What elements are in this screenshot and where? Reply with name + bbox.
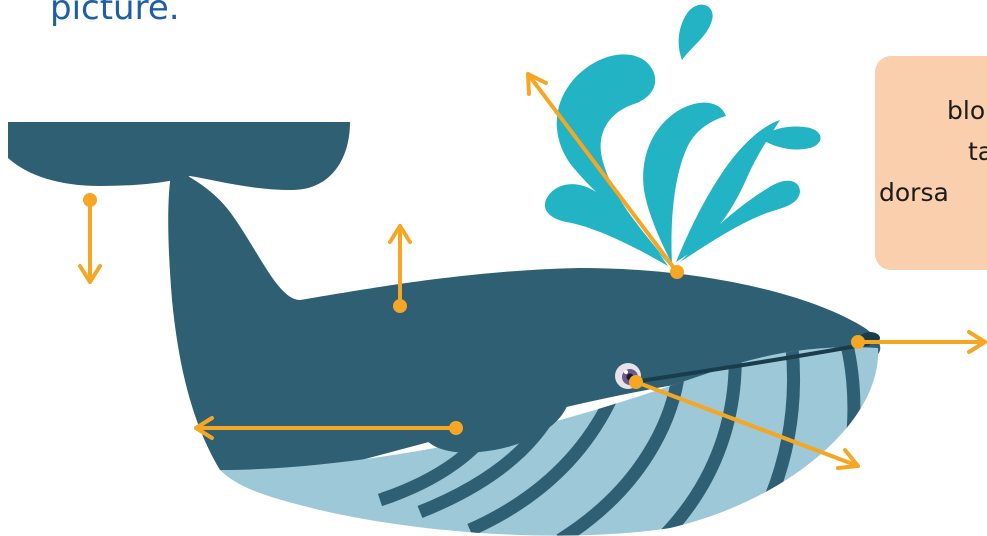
arrow-eye-dot [629,375,643,389]
arrow-dorsal-fin-dot [393,299,407,313]
arrow-head-dot [851,335,865,349]
whale-mouth-line [618,342,870,386]
word-bank-word: dorsa [879,178,949,207]
arrow-blowhole [526,72,684,279]
whale-tail [8,122,350,190]
whale-belly [220,347,879,536]
whale-body [168,168,881,478]
arrow-dorsal-fin [388,224,412,313]
spout-drop-lower-left [544,184,668,266]
label-arrows [78,72,987,470]
spout-drop-lower-right [680,180,800,262]
arrow-pectoral-fin [194,416,463,440]
spout-drop-far-right [760,126,821,150]
whale [8,122,881,536]
arrow-pectoral-fin-dot [449,421,463,435]
word-bank: blo ta dorsa [875,56,987,270]
whale-pectoral-fin [420,392,569,453]
instruction-heading: picture. [50,0,180,28]
spout-drop-left [556,54,670,267]
water-spout [544,4,821,267]
arrow-head [851,330,987,354]
spout-drop-center-left [643,102,726,264]
spout-drop-right [676,120,780,262]
arrow-blowhole-dot [670,265,684,279]
spout-drop-top [678,4,713,60]
word-bank-word: blo [947,96,986,125]
word-bank-word: ta [968,137,987,166]
arrow-tail [78,193,102,284]
belly-groove [655,347,742,536]
arrow-tail-dot [83,193,97,207]
arrow-eye [629,375,860,470]
